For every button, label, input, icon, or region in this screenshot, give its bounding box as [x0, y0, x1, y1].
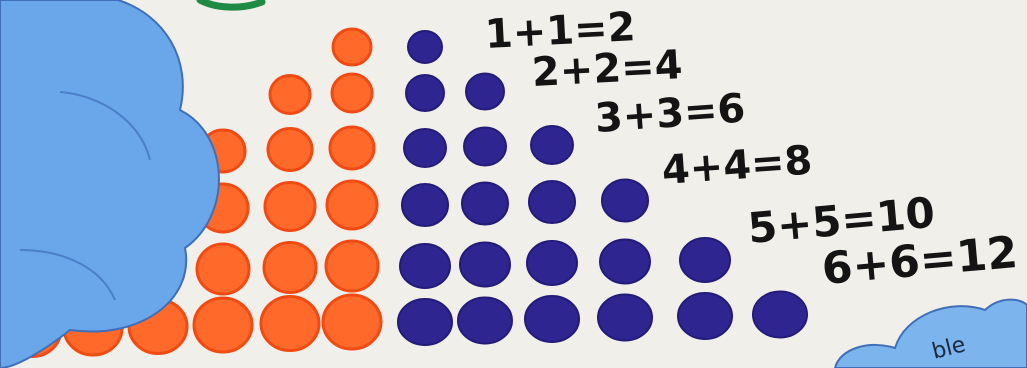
blue-dot: [531, 126, 573, 164]
blue-dot: [525, 296, 579, 342]
blue-dot: [464, 128, 506, 166]
blue-dot: [466, 74, 504, 110]
orange-dot: [333, 29, 371, 65]
orange-dot: [197, 244, 249, 294]
blue-dot: [460, 243, 510, 287]
blue-dot: [404, 129, 446, 167]
orange-dot: [326, 241, 378, 291]
blue-dot: [462, 183, 508, 225]
orange-dot: [264, 243, 316, 293]
blue-dot: [527, 241, 577, 285]
orange-dot: [270, 76, 310, 114]
blue-dot: [680, 238, 730, 282]
equation-2: 2+2=4: [531, 42, 684, 96]
blue-dot: [602, 180, 648, 222]
blue-dot: [406, 75, 444, 111]
blue-dot: [408, 31, 442, 63]
blue-dot: [400, 244, 450, 288]
orange-dot: [323, 295, 381, 349]
orange-dot: [332, 74, 372, 112]
blue-dot: [753, 292, 807, 338]
blue-dot: [458, 298, 512, 344]
orange-dot: [327, 181, 377, 229]
orange-dot: [261, 297, 319, 351]
orange-dot: [194, 298, 252, 352]
blue-dot: [402, 184, 448, 226]
blue-dot: [529, 181, 575, 223]
orange-dot: [268, 129, 312, 171]
blue-dot: [598, 295, 652, 341]
blue-dot: [398, 299, 452, 345]
orange-dot: [330, 127, 374, 169]
blue-dot: [678, 293, 732, 339]
blue-dot: [600, 240, 650, 284]
orange-dot: [265, 183, 315, 231]
